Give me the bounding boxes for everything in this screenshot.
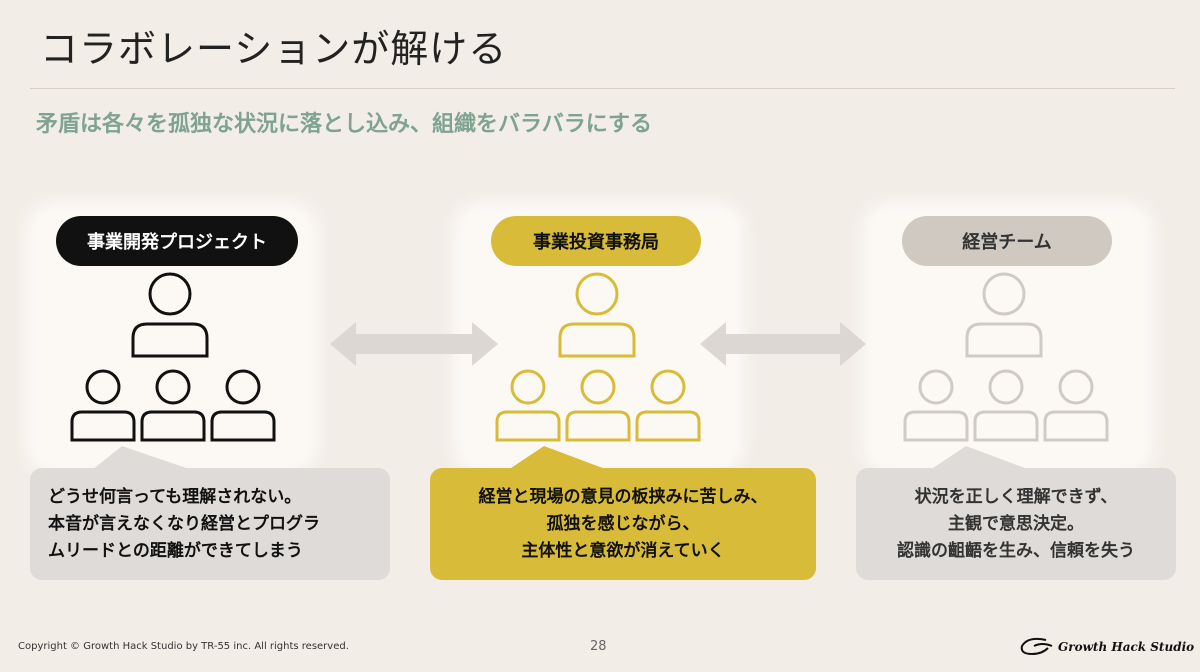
slide-title: コラボレーションが解ける	[40, 27, 508, 71]
bubble-line: ムリードとの距離ができてしまう	[48, 541, 303, 561]
double-arrow-icon-left	[330, 322, 498, 366]
org-hierarchy-icon-2	[495, 272, 701, 442]
bubble-tail-3	[930, 446, 1030, 470]
speech-bubble-2: 経営と現場の意見の板挟みに苦しみ、 孤独を感じながら、 主体性と意欲が消えていく	[430, 468, 816, 580]
title-divider	[30, 88, 1175, 89]
speech-bubble-1: どうせ何言っても理解されない。 本音が言えなくなり経営とプログラ ムリードとの距…	[30, 468, 390, 580]
bubble-line: 認識の齟齬を生み、信頼を失う	[897, 541, 1135, 561]
bubble-tail-2	[508, 446, 608, 470]
bubble-line: 本音が言えなくなり経営とプログラ	[48, 514, 320, 534]
bubble-line: 主観で意思決定。	[948, 514, 1084, 534]
bubble-line: 経営と現場の意見の板挟みに苦しみ、	[478, 487, 768, 507]
brand-swoosh-icon	[1020, 637, 1053, 656]
bubble-line: 主体性と意欲が消えていく	[521, 541, 725, 561]
org-hierarchy-icon-3	[903, 272, 1109, 442]
brand-logo: Growth Hack Studio	[1018, 636, 1194, 658]
group-label-3: 経営チーム	[902, 216, 1112, 266]
copyright-text: Copyright © Growth Hack Studio by TR-55 …	[18, 641, 349, 652]
bubble-line: どうせ何言っても理解されない。	[48, 487, 302, 507]
group-label-2: 事業投資事務局	[491, 216, 701, 266]
group-label-1: 事業開発プロジェクト	[56, 216, 298, 266]
bubble-line: 孤独を感じながら、	[546, 514, 700, 534]
double-arrow-icon-right	[700, 322, 866, 366]
slide-subtitle: 矛盾は各々を孤独な状況に落とし込み、組織をバラバラにする	[36, 112, 653, 137]
bubble-tail-1	[92, 446, 192, 470]
bubble-line: 状況を正しく理解できず、	[914, 487, 1118, 507]
org-hierarchy-icon-1	[70, 272, 276, 442]
brand-name: Growth Hack Studio	[1058, 640, 1195, 654]
page-number: 28	[590, 639, 607, 654]
speech-bubble-3: 状況を正しく理解できず、 主観で意思決定。 認識の齟齬を生み、信頼を失う	[856, 468, 1176, 580]
